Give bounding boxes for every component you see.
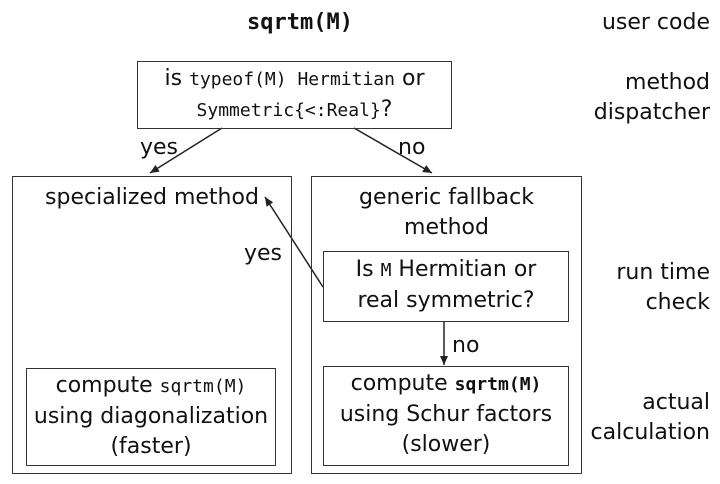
compute-line-1: compute sqrtm(M) bbox=[324, 369, 568, 400]
layer-label-user-code: user code bbox=[601, 10, 710, 35]
dispatch-text: ? bbox=[380, 97, 393, 122]
dispatch-text: or bbox=[394, 66, 425, 91]
edge-label-no: no bbox=[398, 135, 426, 160]
arrow-yes-to-specialized bbox=[149, 127, 223, 174]
layer-label-method-dispatcher: method dispatcher bbox=[510, 68, 710, 128]
check-line-2: real symmetric? bbox=[357, 288, 535, 313]
edge-label-yes: yes bbox=[140, 135, 179, 160]
layer-label-line: calculation bbox=[590, 420, 710, 445]
user-code-call: sqrtm(M) bbox=[247, 10, 353, 35]
layer-label-run-time-check: run time check bbox=[510, 258, 710, 318]
layer-label-line: method bbox=[625, 70, 710, 95]
edge-label-runtime-yes: yes bbox=[244, 241, 283, 266]
compute-line-3: (slower) bbox=[401, 432, 491, 457]
compute-line-3: (faster) bbox=[110, 434, 192, 459]
dispatch-line-1: is typeof(M) Hermitian or bbox=[138, 64, 451, 95]
compute-text: compute bbox=[55, 373, 160, 398]
compute-line-2: using diagonalization bbox=[33, 404, 269, 429]
generic-fallback-title: generic fallback method bbox=[312, 183, 581, 243]
layer-label-actual-calculation: actual calculation bbox=[510, 388, 710, 448]
compute-code: sqrtm(M) bbox=[454, 374, 542, 395]
dispatch-line-2: Symmetric{<:Real}? bbox=[138, 95, 451, 126]
layer-label-line: check bbox=[645, 290, 710, 315]
generic-fallback-box: generic fallback method bbox=[311, 176, 582, 474]
runtime-check-box: Is M Hermitian or real symmetric? bbox=[323, 251, 569, 322]
dispatch-code: typeof(M) Hermitian bbox=[189, 69, 395, 90]
check-text: Is bbox=[355, 257, 381, 282]
compute-diagonalization-box: compute sqrtm(M) using diagonalization (… bbox=[26, 368, 276, 466]
compute-line-2: using Schur factors bbox=[339, 402, 553, 427]
dispatch-text: is bbox=[164, 66, 190, 91]
title-line: generic fallback bbox=[359, 185, 534, 210]
edge-label-runtime-no: no bbox=[452, 333, 480, 358]
compute-text: compute bbox=[350, 371, 455, 396]
dispatch-code: Symmetric{<:Real} bbox=[196, 100, 381, 121]
check-line-1: Is M Hermitian or bbox=[324, 255, 568, 286]
check-text: Hermitian or bbox=[391, 257, 537, 282]
compute-line-1: compute sqrtm(M) bbox=[27, 371, 275, 402]
check-code: M bbox=[380, 260, 392, 281]
dispatch-decision-box: is typeof(M) Hermitian or Symmetric{<:Re… bbox=[137, 61, 452, 129]
specialized-method-box: specialized method bbox=[12, 176, 292, 474]
arrow-no-to-generic bbox=[353, 127, 433, 174]
layer-label-line: run time bbox=[616, 260, 710, 285]
arrow-runtime-yes bbox=[264, 196, 324, 288]
specialized-method-title: specialized method bbox=[45, 185, 259, 210]
layer-label-line: actual bbox=[642, 390, 710, 415]
compute-code: sqrtm(M) bbox=[159, 376, 247, 397]
layer-label-line: dispatcher bbox=[593, 100, 710, 125]
compute-schur-box: compute sqrtm(M) using Schur factors (sl… bbox=[323, 366, 569, 466]
title-line: method bbox=[404, 215, 489, 240]
